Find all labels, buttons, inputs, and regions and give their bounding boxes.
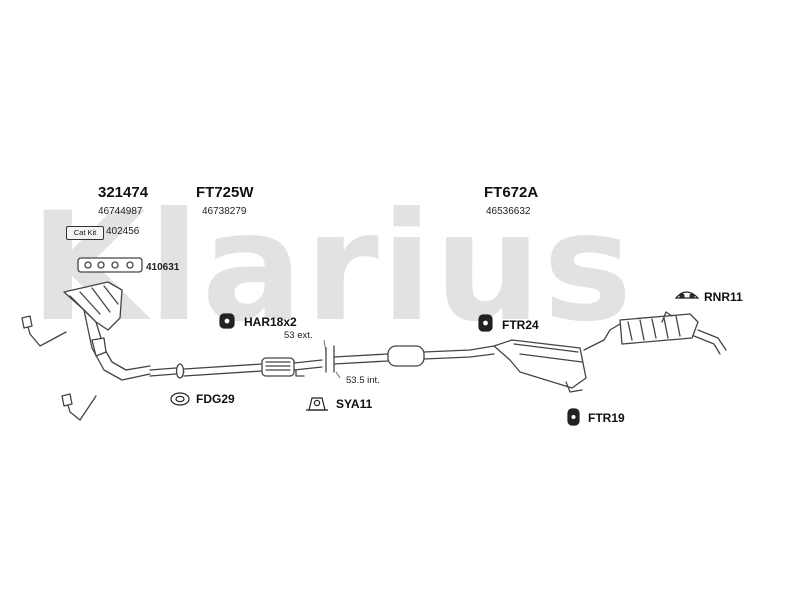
hanger-rear [661,311,673,323]
har18x2-hanger-icon [219,313,235,329]
rear-section-number: 46536632 [486,206,531,217]
cat-kit-badge: Cat Kit [66,226,104,240]
rear-section-code: FT672A [484,184,539,201]
ftr24-label: FTR24 [502,318,539,332]
int-leader-line [335,371,341,379]
ftr24-mount-icon [478,314,493,332]
tail-box [619,313,727,355]
lambda-sensor-upper [21,315,67,347]
cat-kit-number: 402456 [106,226,140,237]
front-pipe-part [149,357,323,379]
centre-resonator [387,345,495,367]
rnr11-label: RNR11 [704,290,743,304]
ext-leader-line [323,339,327,353]
ftr19-mount-icon [567,408,580,426]
ftr19-label: FTR19 [588,411,625,425]
exhaust-manifold-part [63,281,151,381]
lambda-sensor-lower [61,393,97,421]
sya11-label: SYA11 [336,397,373,411]
rear-silencer [493,323,621,393]
manifold-number: 46744987 [98,206,143,217]
rnr11-rubber-ring-icon [674,291,700,299]
gasket-number: 410631 [146,262,180,273]
manifold-code: 321474 [98,184,149,201]
front-pipe-code: FT725W [196,184,254,201]
pipe-joint [325,345,389,373]
fdg29-label: FDG29 [196,392,235,406]
front-pipe-number: 46738279 [202,206,247,217]
manifold-gasket-part [77,257,143,273]
fdg29-gasket-icon [170,392,190,406]
int-dimension: 53.5 int. [346,375,380,386]
sya11-clamp-icon [306,397,328,411]
ext-dimension: 53 ext. [284,330,313,341]
har18x2-label: HAR18x2 [244,315,297,329]
